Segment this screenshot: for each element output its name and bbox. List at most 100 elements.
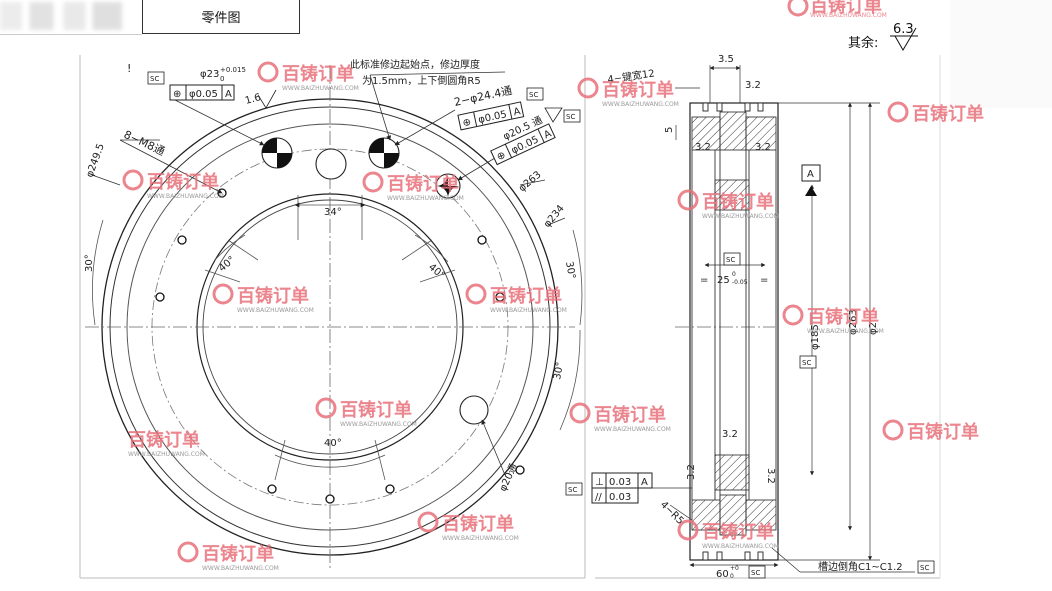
roughness-value: 6.3 [893,22,914,37]
svg-text:WWW.BAIZHUWANG.COM: WWW.BAIZHUWANG.COM [147,193,224,200]
angle-30-right-bottom-label: 30° [552,361,566,380]
watermark: 百铸订单 WWW.BAIZHUWANG.COM [177,541,279,572]
svg-text:百铸订单: 百铸订单 [702,191,774,213]
svg-text:百铸订单: 百铸订单 [807,306,879,328]
m8-hole [177,235,187,245]
watermark: 百铸订单 WWW.BAIZHUWANG.COM [257,61,359,92]
svg-text:WWW.BAIZHUWANG.COM: WWW.BAIZHUWANG.COM [340,421,417,428]
dim-32-low: 3.2 [722,429,738,440]
svg-text:SC: SC [726,256,735,264]
svg-text:百铸订单: 百铸订单 [442,513,514,535]
watermark: 百铸订单 [882,419,979,443]
dia-263-side: φ263 [848,309,859,335]
watermark: 百铸订单 WWW.BAIZHUWANG.COM [465,283,567,314]
dim-25-tol-low: -0.05 [732,279,748,286]
arc-40-bottom [274,454,386,468]
svg-text:百铸订单: 百铸订单 [810,0,882,17]
side-view: 3.5 3.2 4−键宽12 5 3.2 3.2 3.2 3.2 3.2 25 … [565,54,935,580]
blurred-header-text [0,2,122,30]
dia-23-tol-low: 0 [220,75,224,83]
roughness-label: 其余: [848,35,878,51]
angle-40-left-label: 40° [217,254,238,274]
m8-hole [267,484,277,494]
svg-text:百铸订单: 百铸订单 [147,171,219,193]
svg-text:百铸订单: 百铸订单 [282,63,354,85]
sc-box-side-left: SC [565,482,583,496]
watermark: 百铸订单 WWW.BAIZHUWANG.COM [212,283,314,314]
svg-text://: // [595,492,602,503]
roughness-16-label: 1.6 [244,92,262,107]
sc-box-front-mid: SC [526,87,544,101]
arc-40-right [414,234,449,263]
sc-box-side-note: SC [917,560,935,574]
sc-box-side-60: SC [748,565,766,579]
sc-box-front-top: SC [147,71,165,85]
svg-text:SC: SC [568,486,577,494]
section-top-mid [719,111,747,151]
hole-20-bottom [459,395,489,425]
dim-25-tol-up: 0 [732,271,736,278]
watermark: 百铸订单 WWW.BAIZHUWANG.COM [122,169,224,200]
dim-25: 25 [717,275,730,286]
section-bottom-right [745,499,777,531]
svg-text:SC: SC [529,91,538,99]
svg-text:WWW.BAIZHUWANG.COM: WWW.BAIZHUWANG.COM [810,12,887,19]
watermark: 百铸订单 [887,101,984,125]
header-divider [0,34,142,35]
m8-label: 8−M8通 [122,128,167,158]
roughness-symbol [890,27,918,51]
watermark: 百铸订单 WWW.BAIZHUWANG.COM [677,189,779,220]
watermark: 百铸订单 WWW.BAIZHUWANG.COM [577,77,679,108]
m8-hole [155,292,165,302]
svg-text:SC: SC [802,359,811,367]
eq-right: = [760,275,768,286]
svg-text:⊕: ⊕ [173,89,181,100]
svg-text:WWW.BAIZHUWANG.COM: WWW.BAIZHUWANG.COM [282,85,359,92]
dim-60-tol-low: 0 [730,573,734,580]
svg-text:WWW.BAIZHUWANG.COM: WWW.BAIZHUWANG.COM [807,328,884,335]
svg-text:A: A [225,89,232,100]
dia-23-tol-up: +0.015 [220,66,246,74]
watermark: 百铸订单 WWW.BAIZHUWANG.COM [362,171,464,202]
datum-a-label: A [807,169,814,180]
note-line-2: 为1.5mm，上下倒圆角R5 [362,75,481,87]
svg-text:百铸订单: 百铸订单 [387,173,459,195]
svg-text:WWW.BAIZHUWANG.COM: WWW.BAIZHUWANG.COM [387,195,464,202]
angle-30-left-label: 30° [84,254,95,272]
dim-60-tol-up: +0 [730,565,739,572]
angle-30-right-top-label: 30° [563,261,577,280]
hole-24-mark [369,138,399,168]
dim-35: 3.5 [718,54,734,65]
watermark: 百铸订单 WWW.BAIZHUWANG.COM [417,511,519,542]
dim-32-left: 3.2 [695,142,711,153]
note-line-1: 此标准修边起始点，修边厚度 [350,58,480,71]
watermark: 百铸订单 WWW.BAIZHUWANG.COM [677,519,779,550]
dim-32-low-right: 3.2 [765,468,776,484]
svg-text:A: A [513,106,522,118]
watermark: 百铸订单 WWW.BAIZHUWANG.COM [315,397,417,428]
svg-text:SC: SC [150,75,159,83]
watermarks: 百铸订单 WWW.BAIZHUWANG.COM 百铸订单 WWW.BAIZHUW… [122,0,984,572]
hole-20 [315,148,347,180]
angle-34-label: 34° [324,207,342,218]
svg-text:SC: SC [566,113,575,121]
svg-text:百铸订单: 百铸订单 [702,521,774,543]
svg-text:百铸订单: 百铸订单 [128,429,200,451]
drawing-title: 零件图 [142,0,300,34]
dia-249-label: φ249.5 [84,142,106,179]
svg-text:WWW.BAIZHUWANG.COM: WWW.BAIZHUWANG.COM [594,426,671,433]
svg-text:0.03: 0.03 [609,477,631,488]
svg-text:百铸订单: 百铸订单 [202,543,274,565]
svg-text:WWW.BAIZHUWANG.COM: WWW.BAIZHUWANG.COM [237,307,314,314]
dim-32-low-left: 3.2 [686,464,697,480]
svg-text:百铸订单: 百铸订单 [237,285,309,307]
svg-text:WWW.BAIZHUWANG.COM: WWW.BAIZHUWANG.COM [202,565,279,572]
m8-hole [385,484,395,494]
arc-40-left [214,234,246,261]
pos-tol-frame-2: ⊕ φ0.05 A [457,101,525,131]
m8-hole [495,292,505,302]
svg-text:A: A [641,477,648,488]
svg-text:SC: SC [920,564,929,572]
